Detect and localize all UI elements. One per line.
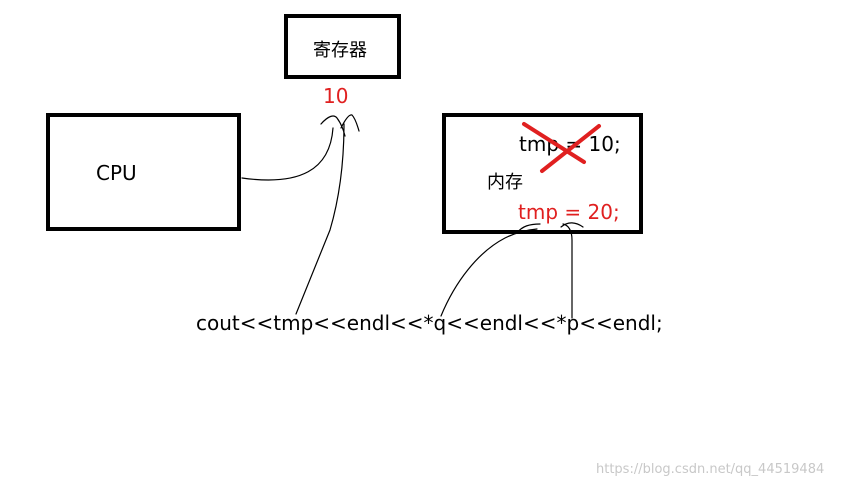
- cross-stroke-2: [540, 124, 601, 173]
- cpu-box: [46, 113, 241, 231]
- tmp-to-register-arrow: [295, 123, 345, 315]
- p-to-memory-arrow: [562, 223, 573, 319]
- register-value: 10: [323, 84, 349, 108]
- memory-left-arrowhead: [516, 223, 541, 234]
- register-arrowhead-left: [320, 115, 346, 137]
- memory-new-statement: tmp = 20;: [518, 200, 620, 224]
- register-label: 寄存器: [313, 40, 367, 61]
- memory-box: [442, 113, 643, 234]
- cross-stroke-1: [522, 122, 586, 164]
- memory-right-arrowhead: [560, 222, 584, 228]
- register-arrowhead-right: [340, 114, 360, 132]
- cpu-label: CPU: [96, 161, 137, 185]
- register-box: [284, 14, 401, 79]
- memory-label: 内存: [487, 172, 523, 193]
- watermark: https://blog.csdn.net/qq_44519484: [596, 462, 825, 477]
- q-to-memory-arrow: [440, 228, 538, 317]
- cpu-to-register-arrow: [241, 127, 334, 181]
- code-line: cout<<tmp<<endl<<*q<<endl<<*p<<endl;: [196, 311, 663, 335]
